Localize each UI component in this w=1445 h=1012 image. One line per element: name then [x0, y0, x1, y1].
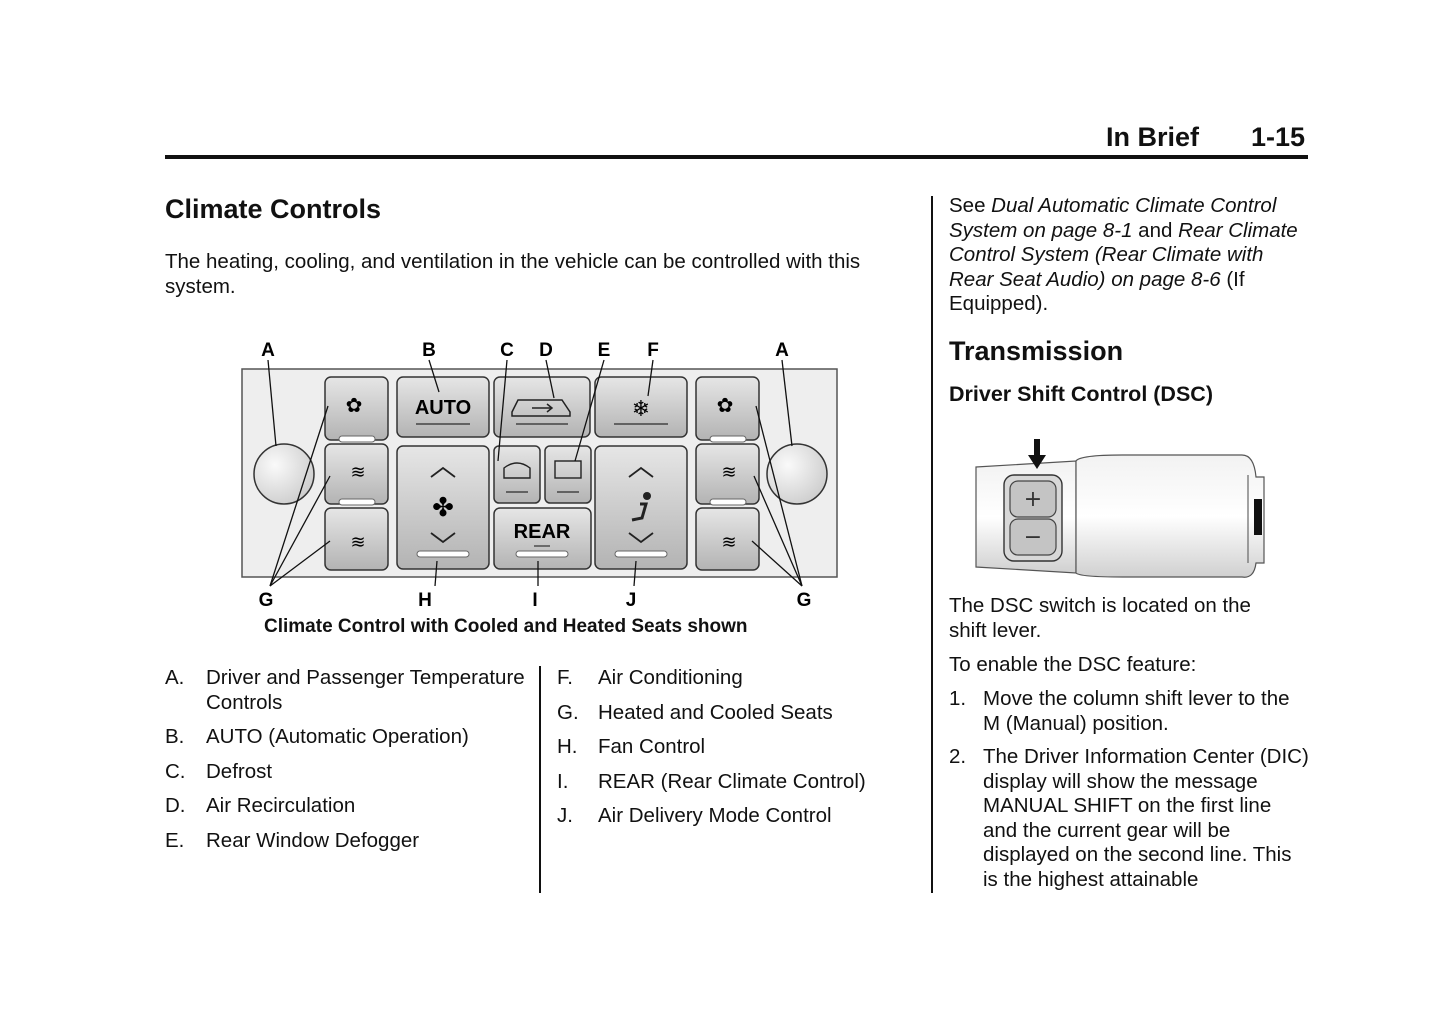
callout-g-right: G — [797, 590, 812, 611]
climate-figure-caption: Climate Control with Cooled and Heated S… — [264, 616, 748, 637]
callout-a-left: A — [261, 340, 275, 361]
svg-text:+: + — [1024, 487, 1042, 512]
cross-reference-link[interactable]: Dual Automatic Climate Control System on… — [949, 194, 1277, 242]
list-item: B.AUTO (Automatic Operation) — [165, 725, 469, 748]
svg-text:✿: ✿ — [346, 393, 363, 417]
dsc-steps-list: 1.Move the column shift lever to the M (… — [949, 687, 1311, 901]
callout-a-right: A — [775, 340, 789, 361]
ac-button — [594, 376, 688, 438]
auto-button-label: AUTO — [415, 397, 471, 419]
header-rule — [165, 155, 1308, 159]
climate-legend-right: F.Air Conditioning G.Heated and Cooled S… — [557, 666, 917, 839]
right-seat-buttons — [695, 376, 760, 571]
list-item: H.Fan Control — [557, 735, 706, 758]
climate-legend-left: A.Driver and Passenger Temperature Contr… — [165, 666, 525, 863]
fan-control-button — [396, 445, 490, 570]
see-also-paragraph: See Dual Automatic Climate Control Syste… — [949, 194, 1298, 315]
svg-text:✿: ✿ — [717, 393, 734, 417]
section-title-climate: Climate Controls — [165, 194, 382, 224]
climate-intro: The heating, cooling, and ventilation in… — [165, 250, 861, 298]
list-item: G.Heated and Cooled Seats — [557, 700, 833, 724]
svg-text:✤: ✤ — [432, 493, 454, 523]
svg-text:≋: ≋ — [721, 532, 736, 553]
callout-d: D — [539, 340, 553, 361]
svg-text:❄: ❄ — [632, 397, 650, 422]
list-item: I.REAR (Rear Climate Control) — [557, 769, 866, 793]
left-seat-buttons — [324, 376, 389, 571]
auto-button — [396, 376, 490, 438]
list-item: 1.Move the column shift lever to the M (… — [949, 687, 1290, 735]
list-item: 2.The Driver Information Center (DIC) di… — [949, 745, 1309, 891]
list-item: F.Air Conditioning — [557, 666, 743, 689]
list-item: A.Driver and Passenger Temperature Contr… — [165, 666, 525, 714]
svg-text:−: − — [1024, 525, 1042, 550]
callout-j: J — [626, 590, 637, 611]
dsc-enable-text: To enable the DSC feature: — [949, 653, 1197, 676]
dsc-minus-button — [1009, 518, 1057, 556]
page-number: 1-15 — [1251, 122, 1306, 152]
list-item: C.Defrost — [165, 759, 273, 783]
mode-control-button — [594, 445, 688, 570]
svg-text:≋: ≋ — [350, 532, 365, 553]
callout-g-left: G — [259, 590, 274, 611]
subsection-title-dsc: Driver Shift Control (DSC) — [949, 382, 1213, 406]
callout-b: B — [422, 340, 436, 361]
column-divider — [931, 196, 933, 893]
list-item: E.Rear Window Defogger — [165, 828, 420, 852]
dsc-plus-button — [1009, 480, 1057, 518]
rear-defog-button — [544, 445, 592, 504]
list-item: D.Air Recirculation — [165, 794, 356, 817]
callout-i: I — [532, 590, 537, 611]
arrow-down-icon — [1028, 439, 1046, 469]
callout-h: H — [418, 590, 432, 611]
section-title-transmission: Transmission — [949, 336, 1124, 366]
list-divider — [539, 666, 541, 893]
callout-e: E — [598, 340, 611, 361]
cross-reference-link[interactable]: Rear Climate Control System (Rear Climat… — [949, 218, 1298, 291]
recirculation-button — [493, 376, 591, 438]
callout-f: F — [647, 340, 659, 361]
passenger-temp-knob — [766, 443, 828, 505]
driver-temp-knob — [253, 443, 315, 505]
defrost-button — [493, 445, 541, 504]
svg-text:≋: ≋ — [721, 462, 736, 483]
svg-text:≋: ≋ — [350, 462, 365, 483]
running-header-section: In Brief — [1106, 122, 1200, 152]
dsc-location-text: The DSC switch is located on the shift l… — [949, 594, 1251, 642]
list-item: J.Air Delivery Mode Control — [557, 804, 832, 827]
shift-lever-figure: + − — [975, 439, 1265, 578]
climate-control-figure: ✿ ≋ ≋ ✿ ≋ ≋ AUTO ❄ ✤ REAR A B — [241, 340, 838, 611]
rear-button-label: REAR — [514, 521, 571, 543]
callout-c: C — [500, 340, 514, 361]
